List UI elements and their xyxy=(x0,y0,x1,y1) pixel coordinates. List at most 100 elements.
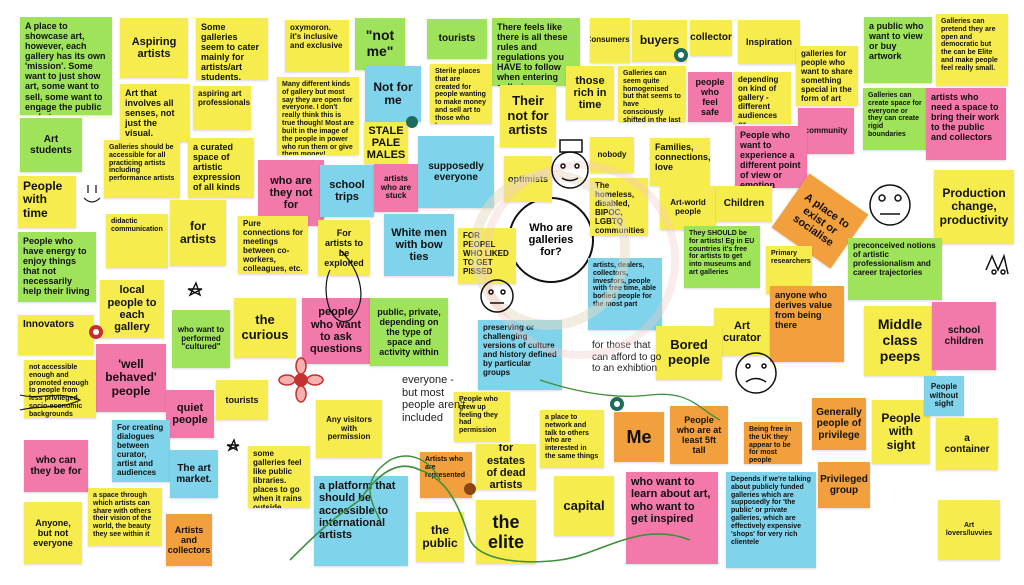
sticky-note[interactable]: school trips xyxy=(320,165,374,217)
sticky-note[interactable]: artists, dealers, collectors, investors,… xyxy=(588,258,662,330)
sticky-note[interactable]: capital xyxy=(554,476,614,536)
sticky-note[interactable]: People who grew up feeling they had perm… xyxy=(454,392,510,442)
sticky-note[interactable]: Generally people of privilege xyxy=(812,398,866,450)
sticky-note[interactable]: Families, connections, love xyxy=(650,138,710,186)
sticky-note[interactable]: Aspiring artists xyxy=(120,18,188,78)
sticky-note[interactable]: Art that involves all senses, not just t… xyxy=(120,84,190,142)
sticky-note[interactable]: a public who want to view or buy artwork xyxy=(864,17,932,83)
sticky-note[interactable]: People who are at least 5ft tall xyxy=(670,406,728,464)
sticky-note[interactable]: The homeless, disabled, BIPOC, LGBTQ com… xyxy=(590,178,648,236)
sticky-note[interactable]: Consumers? xyxy=(590,18,630,63)
sticky-note[interactable]: Anyone, but not everyone xyxy=(24,502,82,564)
sticky-note[interactable]: optimists xyxy=(504,156,552,202)
sticky-note[interactable]: Galleries can seem quite homogenised but… xyxy=(618,66,686,122)
sticky-note[interactable]: Children xyxy=(716,186,772,222)
sticky-note[interactable]: Their not for artists xyxy=(500,85,556,147)
sticky-note[interactable]: some galleries feel like public librarie… xyxy=(248,446,310,508)
sticky-note[interactable]: Some galleries seem to cater mainly for … xyxy=(196,18,268,80)
sticky-note[interactable]: A place to showcase art, however, each g… xyxy=(20,17,112,115)
sticky-note[interactable]: "not me" xyxy=(355,18,405,70)
sticky-note[interactable]: Innovators xyxy=(18,315,94,355)
sticky-note[interactable]: Middle class peeps xyxy=(864,306,936,376)
sticky-note[interactable]: Galleries can create space for everyone … xyxy=(863,88,927,150)
sticky-note[interactable]: a curated space of artistic expression o… xyxy=(188,138,254,198)
sticky-note[interactable]: a container xyxy=(936,418,998,470)
sticky-note[interactable]: public, private, depending on the type o… xyxy=(370,298,448,366)
sticky-note[interactable]: Privileged group xyxy=(818,462,870,508)
freehand-text[interactable]: for those that can afford to go to an ex… xyxy=(592,340,662,374)
sticky-note[interactable]: Art-world people xyxy=(660,186,716,230)
sticky-note[interactable]: the public xyxy=(416,512,464,562)
freehand-text[interactable]: everyone - but most people aren't includ… xyxy=(402,374,466,424)
sticky-note[interactable]: Bored people xyxy=(656,326,722,380)
sticky-note[interactable]: People who have energy to enjoy things t… xyxy=(18,232,96,302)
sticky-note[interactable]: People with time xyxy=(18,176,76,228)
sticky-note[interactable]: galleries for people who want to share s… xyxy=(796,46,858,106)
sticky-note[interactable]: oxymoron. it's inclusive and exclusive xyxy=(285,20,349,72)
sticky-note[interactable]: People without sight xyxy=(924,376,964,416)
sticky-note[interactable]: STALE PALE MALES xyxy=(364,122,408,164)
sticky-note[interactable]: artists who are stuck xyxy=(374,164,418,212)
sticky-note[interactable]: those rich in time xyxy=(566,66,614,120)
sticky-note[interactable]: who want to learn about art, who want to… xyxy=(626,472,718,564)
sticky-note[interactable]: Galleries can pretend they are open and … xyxy=(936,14,1008,86)
sticky-note[interactable]: Pure connections for meetings between co… xyxy=(238,216,308,274)
sticky-note[interactable]: tourists xyxy=(216,380,268,420)
sticky-note[interactable]: local people to each gallery xyxy=(100,280,164,338)
sticky-note[interactable]: anyone who derives value from being ther… xyxy=(770,286,844,362)
sticky-note[interactable]: Sterile places that are created for peop… xyxy=(430,64,492,124)
sticky-note[interactable]: for estates of dead artists xyxy=(476,444,536,490)
sticky-note[interactable]: Inspiration xyxy=(738,20,800,64)
sticky-note[interactable]: The art market. xyxy=(170,450,218,498)
sticky-note[interactable]: the elite xyxy=(476,500,536,564)
sticky-note[interactable]: didactic communication xyxy=(106,214,168,268)
sticky-note[interactable]: community xyxy=(798,108,854,154)
sticky-note[interactable]: For artists to be exploited xyxy=(318,220,370,276)
sticky-note[interactable]: the curious xyxy=(234,298,296,358)
sticky-note[interactable]: People who want to experience a differen… xyxy=(735,126,807,188)
sticky-note[interactable]: people who feel safe xyxy=(688,72,732,122)
sticky-note[interactable]: a platform that should be accessible to … xyxy=(314,476,408,566)
sticky-note[interactable]: not accessible enough and promoted enoug… xyxy=(24,360,96,418)
sticky-note[interactable]: who are they not for xyxy=(258,160,324,226)
sticky-note[interactable]: aspiring art professionals xyxy=(193,86,251,130)
sticky-note[interactable]: preserving or challenging versions of cu… xyxy=(478,320,562,390)
sticky-note[interactable]: Any visitors with permission xyxy=(316,400,382,458)
sticky-note[interactable]: For creating dialogues between curator, … xyxy=(112,420,170,482)
sticky-note[interactable]: Depends if we're talking about publicly … xyxy=(726,472,816,568)
sticky-note[interactable]: collector xyxy=(690,20,732,56)
sticky-note[interactable]: Art curator xyxy=(714,308,770,356)
sticky-note[interactable]: Many different kinds of gallery but most… xyxy=(277,77,359,155)
sticky-note[interactable]: White men with bow ties xyxy=(384,214,454,276)
sticky-note[interactable]: Being free in the UK they appear to be f… xyxy=(744,422,802,464)
sticky-note[interactable]: tourists xyxy=(427,19,487,59)
sticky-note[interactable]: Artists who are represented xyxy=(420,452,472,498)
sticky-note[interactable]: People with sight xyxy=(872,400,930,464)
sticky-note[interactable]: Art students xyxy=(20,118,82,172)
sticky-note[interactable]: people who want to ask questions xyxy=(302,298,370,364)
sticky-note[interactable]: They SHOULD be for artists! Eg in EU cou… xyxy=(684,226,760,288)
sticky-note[interactable]: Galleries should be accessible for all p… xyxy=(104,140,180,198)
sticky-note[interactable]: a place to network and talk to others wh… xyxy=(540,410,604,468)
sticky-note[interactable]: FOR PEOPEL WHO LIKED TO GET PISSED xyxy=(458,228,516,284)
sticky-note[interactable]: quiet people xyxy=(166,390,214,438)
sticky-note[interactable]: for artists xyxy=(170,200,226,266)
sticky-note[interactable]: preconceived notions of artistic profess… xyxy=(848,238,942,300)
sticky-note[interactable]: artists who need a space to bring their … xyxy=(926,88,1006,160)
sticky-note[interactable]: nobody xyxy=(590,137,634,173)
sticky-note[interactable]: buyers xyxy=(632,20,687,62)
sticky-note[interactable]: There feels like there is all these rule… xyxy=(492,18,580,86)
sticky-note[interactable]: who can they be for xyxy=(24,440,88,492)
sticky-note[interactable]: supposedly everyone xyxy=(418,136,494,208)
sticky-note[interactable]: Art lovers/luvvies xyxy=(938,500,1000,560)
sticky-note[interactable]: a space through which artists can share … xyxy=(88,488,162,546)
sticky-note[interactable]: Artists and collectors xyxy=(166,514,212,566)
sticky-note[interactable]: 'well behaved' people xyxy=(96,344,166,412)
sticky-note[interactable]: Production change, productivity xyxy=(934,170,1014,244)
sticky-note[interactable]: depending on kind of gallery - different… xyxy=(733,72,791,124)
sticky-note[interactable]: who want to performed "cultured" xyxy=(172,310,230,368)
center-circle[interactable]: Who are galleries for? xyxy=(508,197,594,283)
sticky-note[interactable]: Not for me xyxy=(365,66,421,122)
sticky-note[interactable]: school children xyxy=(932,302,996,370)
